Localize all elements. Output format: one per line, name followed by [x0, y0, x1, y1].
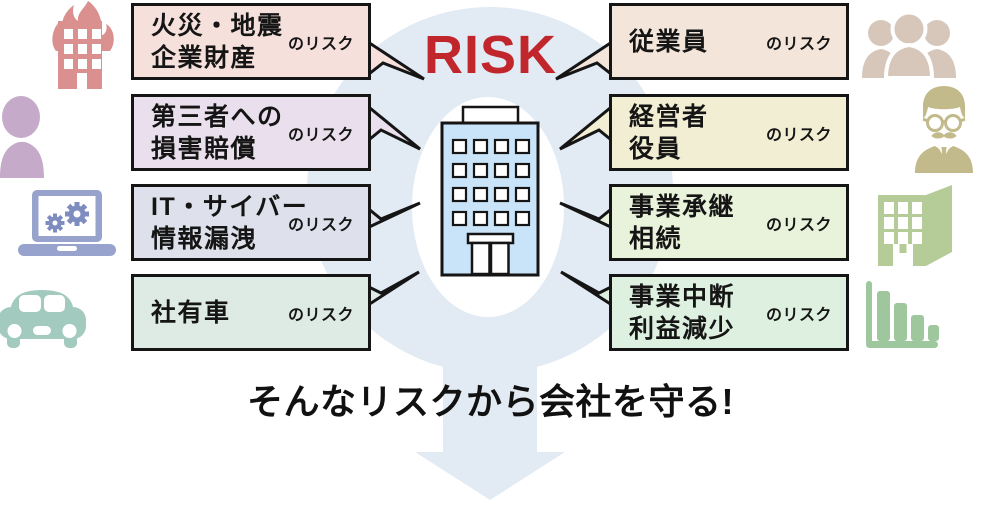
label-line: 企業財産: [151, 43, 258, 72]
label-line: 第三者への: [151, 102, 284, 131]
arrow-head: [415, 452, 565, 500]
risk-box-it-cyber: IT・サイバー 情報漏洩 のリスク: [131, 184, 371, 261]
tail-liability-box: [363, 100, 421, 151]
label-line: IT・サイバー: [151, 192, 309, 221]
risk-box-title: 事業承継 相続: [629, 187, 735, 258]
office-building-icon: [440, 105, 540, 277]
risk-box-business-succession: 事業承継 相続 のリスク: [609, 184, 849, 261]
laptop-gears-icon: [18, 190, 116, 256]
risk-box-title: 従業員: [629, 6, 709, 77]
risk-box-company-car: 社有車 のリスク: [131, 274, 371, 351]
risk-box-fire-property: 火災・地震 企業財産 のリスク: [131, 3, 371, 80]
label-line: 損害賠償: [151, 134, 258, 163]
fire-building-icon: [52, 1, 114, 89]
tail-interruption-box: [560, 270, 617, 310]
risk-suffix: のリスク: [287, 126, 354, 144]
risk-box-title: 事業中断 利益減少: [629, 277, 735, 348]
building-3d-icon: [878, 185, 952, 266]
tail-car-box: [363, 270, 420, 310]
declining-bar-chart-icon: [866, 281, 939, 348]
risk-box-title: 社有車: [151, 277, 231, 348]
label-line: 役員: [629, 134, 683, 163]
risk-box-title: IT・サイバー 情報漏洩: [151, 187, 308, 258]
label-line: 情報漏洩: [151, 224, 258, 253]
label-line: 相続: [629, 224, 683, 253]
tail-succession-box: [559, 201, 617, 232]
risk-suffix: のリスク: [287, 35, 354, 53]
risk-suffix: のリスク: [765, 216, 832, 234]
label-line: 従業員: [629, 27, 709, 56]
risk-box-title: 第三者への 損害賠償: [151, 97, 284, 168]
person-icon: [0, 96, 44, 178]
risk-suffix: のリスク: [287, 306, 354, 324]
risk-box-title: 火災・地震 企業財産: [151, 6, 284, 77]
tail-it-box: [363, 201, 421, 232]
footer-message: そんなリスクから会社を守る!: [247, 381, 734, 422]
label-line: 経営者: [629, 102, 709, 131]
arrow-shaft: [443, 320, 537, 453]
employees-group-icon: [862, 10, 956, 78]
car-icon: [0, 290, 86, 348]
risk-box-executives: 経営者 役員 のリスク: [609, 94, 849, 171]
risk-suffix: のリスク: [765, 126, 832, 144]
risk-box-employees: 従業員 のリスク: [609, 3, 849, 80]
label-line: 火災・地震: [151, 11, 284, 40]
risk-box-business-interruption: 事業中断 利益減少 のリスク: [609, 274, 849, 351]
label-line: 利益減少: [629, 314, 736, 343]
risk-box-third-party-liability: 第三者への 損害賠償 のリスク: [131, 94, 371, 171]
label-line: 事業承継: [629, 192, 736, 221]
executive-icon: [915, 86, 973, 173]
risk-box-title: 経営者 役員: [629, 97, 709, 168]
risk-suffix: のリスク: [765, 35, 832, 53]
risk-suffix: のリスク: [287, 216, 354, 234]
label-line: 事業中断: [629, 282, 736, 311]
risk-suffix: のリスク: [765, 306, 832, 324]
label-line: 社有車: [151, 298, 231, 327]
risk-title: RISK: [423, 25, 557, 85]
tail-executive-box: [559, 100, 617, 151]
